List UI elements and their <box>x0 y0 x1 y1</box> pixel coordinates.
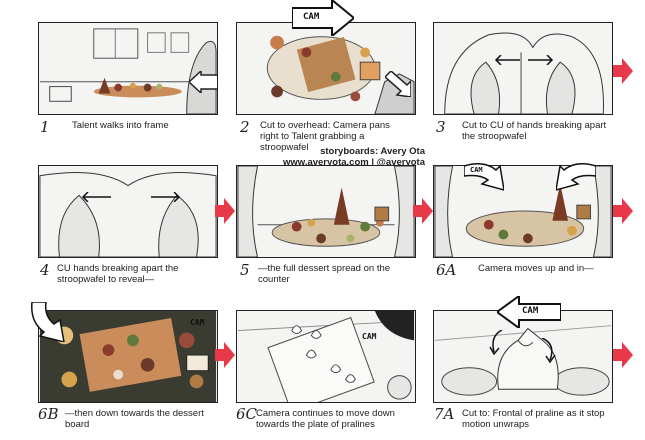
panel-3-sketch <box>444 32 604 114</box>
panel-7a-sketch <box>434 325 612 396</box>
right-arrow-icon <box>528 55 554 65</box>
panel-caption-2: Cut to overhead: Camera pans right to Ta… <box>260 120 390 153</box>
panel-caption-1: Talent walks into frame <box>72 120 169 131</box>
panel-6b-sketch <box>39 311 217 402</box>
camera-move-arrow-icon <box>30 301 66 344</box>
curved-down-arrow-icon <box>538 337 558 364</box>
transition-arrow-icon <box>215 198 235 224</box>
camera-label: CAM <box>362 332 377 341</box>
transition-arrow-icon <box>413 198 433 224</box>
transition-arrow-icon <box>613 198 633 224</box>
panel-number-3: 3 <box>436 118 446 136</box>
storyboard-panel-7a <box>433 310 613 403</box>
camera-move-arrow-icon <box>291 0 356 39</box>
panel-number-4: 4 <box>40 261 50 279</box>
panel-caption-5: —the full dessert spread on the counter <box>258 263 391 285</box>
panel-caption-3: Cut to CU of hands breaking apart the st… <box>462 120 607 142</box>
storyboard-panel-4 <box>38 165 218 258</box>
camera-label: CAM <box>303 12 320 22</box>
storyboard-panel-6a <box>433 165 613 258</box>
panel-2-sketch <box>266 35 415 114</box>
white-arrow-icon <box>385 71 411 97</box>
camera-label: CAM <box>522 306 539 316</box>
left-arrow-icon <box>81 192 111 202</box>
panel-6c-sketch <box>237 311 415 402</box>
panel-number-7a: 7A <box>434 405 455 423</box>
transition-arrow-icon <box>613 58 633 84</box>
transition-arrow-icon <box>215 342 235 368</box>
panel-caption-6b: —then down towards the dessert board <box>65 408 204 430</box>
camera-move-arrow-icon <box>555 160 597 198</box>
panel-caption-6a: Camera moves up and in— <box>478 263 594 274</box>
white-arrow-icon <box>189 71 217 93</box>
panel-4-sketch <box>39 172 217 257</box>
storyboard-panel-1 <box>38 22 218 115</box>
panel-6a-sketch <box>434 166 612 257</box>
storyboard-panel-6c <box>236 310 416 403</box>
camera-move-arrow-icon <box>495 294 562 330</box>
panel-number-1: 1 <box>40 118 50 136</box>
panel-number-2: 2 <box>240 118 250 136</box>
storyboard-panel-5 <box>236 165 416 258</box>
storyboard-panel-2 <box>236 22 416 115</box>
curved-down-arrow-icon <box>488 329 508 356</box>
transition-arrow-icon <box>613 342 633 368</box>
panel-1-sketch <box>39 28 217 114</box>
camera-label: CAM <box>190 318 205 327</box>
panel-caption-6c: Camera continues to move down towards th… <box>256 408 395 430</box>
right-arrow-icon <box>151 192 181 202</box>
camera-label: CAM <box>470 166 483 174</box>
storyboard-panel-6b <box>38 310 218 403</box>
credit-links: www.averyota.com | @averyota <box>283 157 425 168</box>
panel-caption-7a: Cut to: Frontal of praline as it stop mo… <box>462 408 605 430</box>
storyboard-panel-3 <box>433 22 613 115</box>
panel-number-6c: 6C <box>236 405 258 423</box>
panel-5-sketch <box>237 166 415 257</box>
panel-number-5: 5 <box>240 261 250 279</box>
camera-move-arrow-icon <box>463 160 505 198</box>
panel-number-6b: 6B <box>38 405 59 423</box>
credit-name: storyboards: Avery Ota <box>320 146 425 157</box>
storyboard-credit: storyboards: Avery Ota www.averyota.com … <box>250 146 425 168</box>
panel-caption-4: CU hands breaking apart the stroopwafel … <box>57 263 179 285</box>
left-arrow-icon <box>494 55 520 65</box>
panel-number-6a: 6A <box>436 261 457 279</box>
